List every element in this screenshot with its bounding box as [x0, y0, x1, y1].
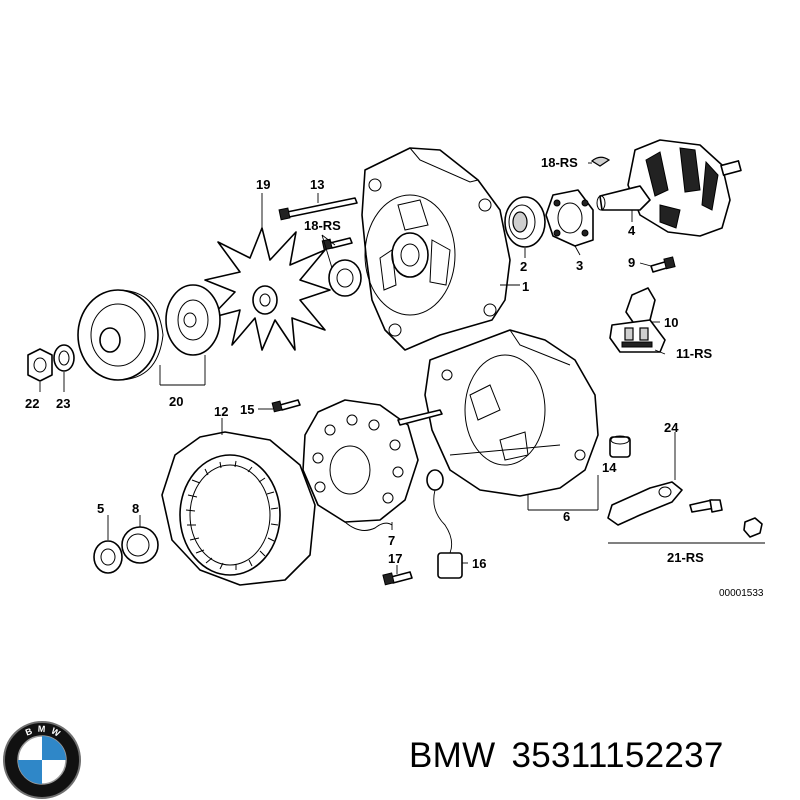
- suppression-capacitor: [426, 469, 463, 579]
- drawing-number: 00001533: [719, 588, 764, 599]
- leader-lines: [39, 162, 765, 574]
- callout-23: 23: [56, 396, 70, 411]
- callout-2: 2: [520, 259, 527, 274]
- callout-6: 6: [563, 509, 570, 524]
- capacitor-screw: [382, 571, 413, 586]
- callout-12: 12: [214, 404, 228, 419]
- callout-19: 19: [256, 177, 270, 192]
- bmw-logo: BMW: [3, 721, 81, 799]
- pulley-hub: [165, 284, 221, 356]
- bearing: [504, 196, 546, 248]
- pulley: [77, 289, 164, 381]
- callout-7: 7: [388, 533, 395, 548]
- rectifier-screw: [271, 399, 301, 413]
- callout-13: 13: [310, 177, 324, 192]
- sleeve: [609, 435, 631, 458]
- rectifier-plate: [302, 399, 443, 531]
- mounting-bracket: [607, 481, 763, 538]
- callout-14: 14: [602, 460, 617, 475]
- woodruff-key: [590, 156, 611, 167]
- callout-9: 9: [628, 255, 635, 270]
- retaining-ring: [121, 526, 159, 564]
- callout-4: 4: [628, 223, 636, 238]
- stator: [161, 431, 316, 586]
- part-number: 35311152237: [511, 736, 724, 775]
- callout-3: 3: [576, 258, 583, 273]
- fan-impeller: [204, 227, 331, 351]
- callout-21-rs: 21-RS: [667, 550, 704, 565]
- slip-ring-bearing: [93, 540, 123, 574]
- callout-22: 22: [25, 396, 39, 411]
- callout-20: 20: [169, 394, 183, 409]
- brand-name: BMW: [409, 736, 496, 775]
- callout-15: 15: [240, 402, 254, 417]
- stator-slots: [185, 460, 279, 570]
- callout-8: 8: [132, 501, 139, 516]
- callout-11-rs: 11-RS: [676, 346, 712, 361]
- drive-end-housing: [361, 147, 511, 351]
- callout-17: 17: [388, 551, 402, 566]
- spacer-ring: [328, 259, 362, 297]
- voltage-regulator: [609, 287, 666, 353]
- callout-18-rs-upper: 18-RS: [304, 218, 341, 233]
- callout-1: 1: [522, 279, 529, 294]
- screw-upper: [321, 237, 353, 251]
- callout-5: 5: [97, 501, 104, 516]
- rear-housing: [424, 329, 599, 497]
- pulley-washer: [53, 344, 75, 372]
- through-bolt: [278, 197, 358, 221]
- brand-part-number: BMW 35311152237: [409, 736, 724, 776]
- pulley-nut: [27, 348, 53, 382]
- callout-labels: 19 13 18-RS 1 2 3 4 18-RS 9 10 11-RS 22 …: [25, 155, 764, 599]
- regulator-screw: [650, 256, 676, 273]
- rotor: [596, 139, 742, 237]
- bearing-cover-plate: [545, 189, 594, 247]
- callout-24: 24: [664, 420, 679, 435]
- alternator-exploded-diagram: 19 13 18-RS 1 2 3 4 18-RS 9 10 11-RS 22 …: [25, 139, 765, 599]
- callout-10: 10: [664, 315, 678, 330]
- callout-16: 16: [472, 556, 486, 571]
- callout-18-rs-rotor: 18-RS: [541, 155, 578, 170]
